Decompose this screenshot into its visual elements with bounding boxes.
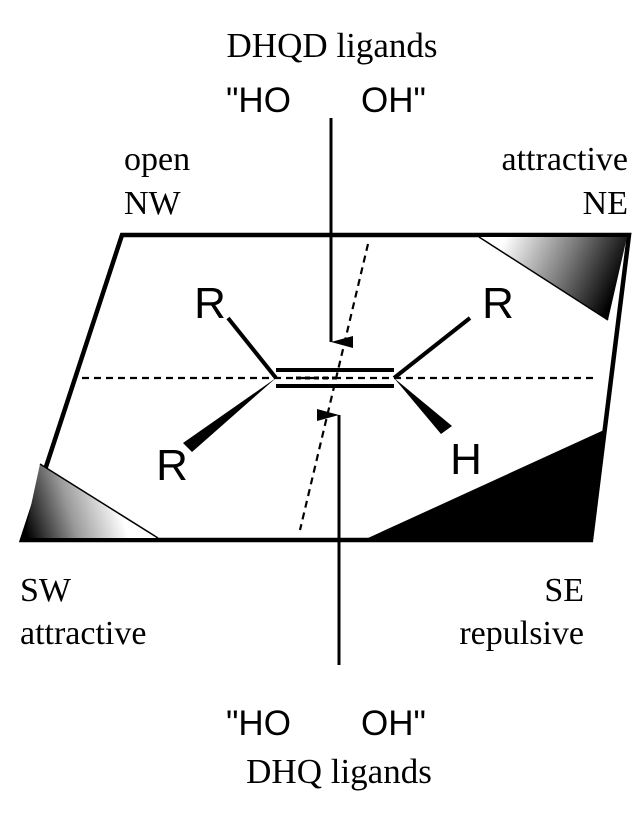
bottom-reagent-left: "HO bbox=[226, 704, 291, 743]
wedge-bond-lower-right bbox=[394, 378, 452, 434]
ne-shaded-corner bbox=[479, 237, 627, 320]
sw-shaded-corner bbox=[24, 464, 158, 538]
top-ligand-title: DHQD ligands bbox=[227, 26, 438, 65]
bond-upper-left bbox=[226, 316, 278, 380]
se-shaded-corner bbox=[368, 430, 604, 538]
nw-label-line1: open bbox=[124, 141, 190, 178]
nw-label-line2: NW bbox=[124, 185, 182, 222]
ne-label-line1: attractive bbox=[502, 141, 628, 178]
ne-label-line2: NE bbox=[583, 185, 628, 222]
substituent-upper-left: R bbox=[194, 279, 226, 328]
bond-upper-right bbox=[392, 316, 472, 380]
sw-label-line2: attractive bbox=[20, 615, 146, 652]
wedge-bond-lower-left bbox=[183, 378, 276, 452]
bottom-reagent-right: OH" bbox=[361, 704, 426, 743]
se-label-line2: repulsive bbox=[459, 615, 584, 652]
sw-label-line1: SW bbox=[20, 572, 72, 609]
ne-corner-edge bbox=[478, 236, 609, 321]
top-reagent-left: "HO bbox=[226, 81, 291, 120]
substituent-lower-right: H bbox=[450, 435, 482, 484]
substituent-upper-right: R bbox=[482, 279, 514, 328]
top-reagent-right: OH" bbox=[361, 81, 426, 120]
substituent-lower-left: R bbox=[156, 441, 188, 490]
bottom-ligand-title: DHQ ligands bbox=[246, 752, 432, 791]
se-label-line1: SE bbox=[544, 572, 584, 609]
sw-corner-edge bbox=[39, 463, 159, 539]
